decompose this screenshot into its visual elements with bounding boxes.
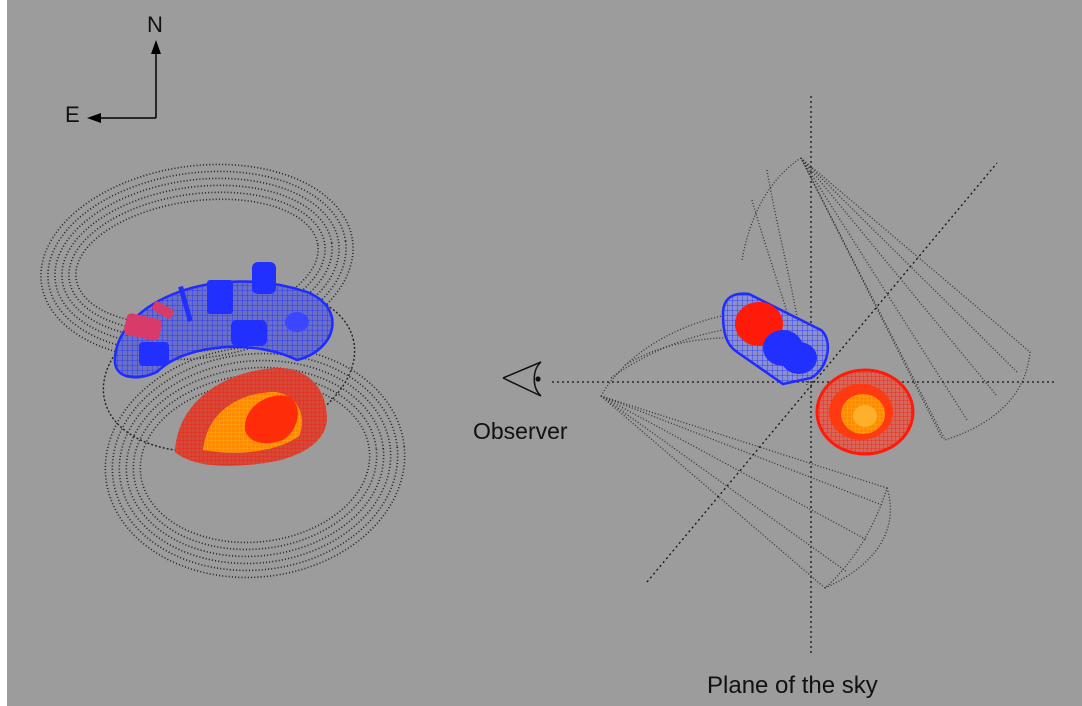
compass-east-label: E — [65, 102, 80, 127]
plane-of-sky-label: Plane of the sky — [707, 672, 878, 699]
ring-approaching-side — [113, 262, 334, 379]
compass-north-label: N — [147, 12, 163, 37]
compass — [87, 40, 161, 123]
ring-receding-side — [175, 368, 327, 466]
outflow-shell-south — [104, 345, 406, 579]
figure-drawing — [40, 40, 1055, 655]
observer-label: Observer — [473, 418, 568, 444]
axis-lines — [552, 96, 1055, 655]
arrow-up-icon — [151, 40, 161, 118]
blob-receding — [815, 368, 915, 456]
arrow-left-icon — [87, 113, 156, 123]
outflow-cone-upper — [741, 157, 1031, 441]
blob-approaching — [721, 292, 829, 386]
figure-canvas: N E Observer Plane of the sky — [7, 0, 1082, 706]
eye-icon — [502, 361, 542, 397]
